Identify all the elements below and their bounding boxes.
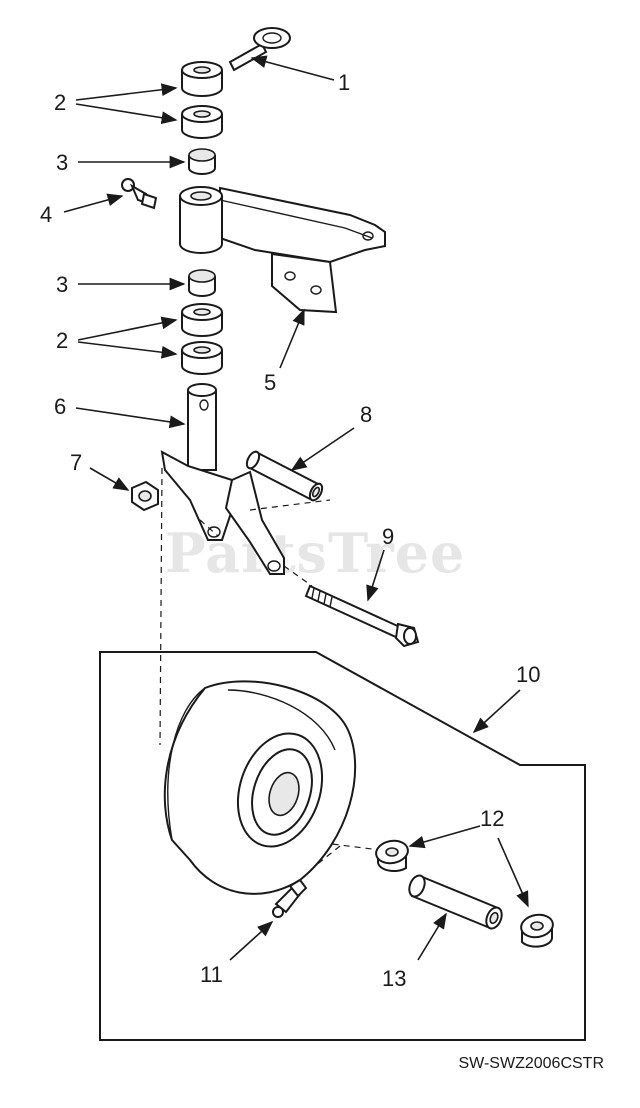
callout-3-upper: 3 bbox=[56, 150, 68, 175]
part-8-spacer-tube bbox=[245, 450, 324, 502]
callout-1: 1 bbox=[338, 70, 350, 95]
part-12-bushing-a bbox=[375, 839, 409, 873]
callout-12: 12 bbox=[480, 806, 504, 831]
callout-11: 11 bbox=[200, 962, 223, 987]
part-3-spacer-upper bbox=[188, 148, 216, 175]
callout-9: 9 bbox=[382, 524, 394, 549]
drawing-code: SW-SWZ2006CSTR bbox=[458, 1055, 604, 1072]
part-10-tire bbox=[163, 680, 357, 895]
callout-3-lower: 3 bbox=[56, 272, 68, 297]
callout-10: 10 bbox=[516, 662, 540, 687]
callout-7: 7 bbox=[70, 450, 82, 475]
callout-5: 5 bbox=[264, 370, 276, 395]
part-2-bushing-lower-b bbox=[181, 341, 223, 375]
part-7-lock-nut bbox=[131, 480, 159, 512]
callout-8: 8 bbox=[360, 402, 372, 427]
callout-2-lower: 2 bbox=[56, 328, 68, 353]
part-1-pin bbox=[228, 27, 291, 72]
part-4-grease-fitting bbox=[121, 178, 158, 210]
callout-13: 13 bbox=[382, 966, 406, 991]
callout-leaders bbox=[63, 55, 529, 961]
callout-4: 4 bbox=[40, 202, 52, 227]
part-2-bushing-upper-a bbox=[181, 61, 223, 97]
part-5-caster-bracket bbox=[179, 186, 386, 314]
callout-2-upper: 2 bbox=[54, 90, 66, 115]
part-11-grease-fitting bbox=[272, 878, 308, 918]
part-2-bushing-lower-a bbox=[181, 303, 223, 337]
callout-6: 6 bbox=[54, 394, 66, 419]
part-3-spacer-lower bbox=[188, 269, 216, 297]
part-13-axle-sleeve bbox=[408, 874, 503, 930]
part-2-bushing-upper-b bbox=[181, 105, 223, 139]
part-9-bolt bbox=[304, 584, 420, 648]
part-10-wheel-assembly-box bbox=[99, 651, 586, 1041]
part-6-caster-fork bbox=[160, 383, 285, 575]
part-12-bushing-b bbox=[520, 913, 554, 948]
